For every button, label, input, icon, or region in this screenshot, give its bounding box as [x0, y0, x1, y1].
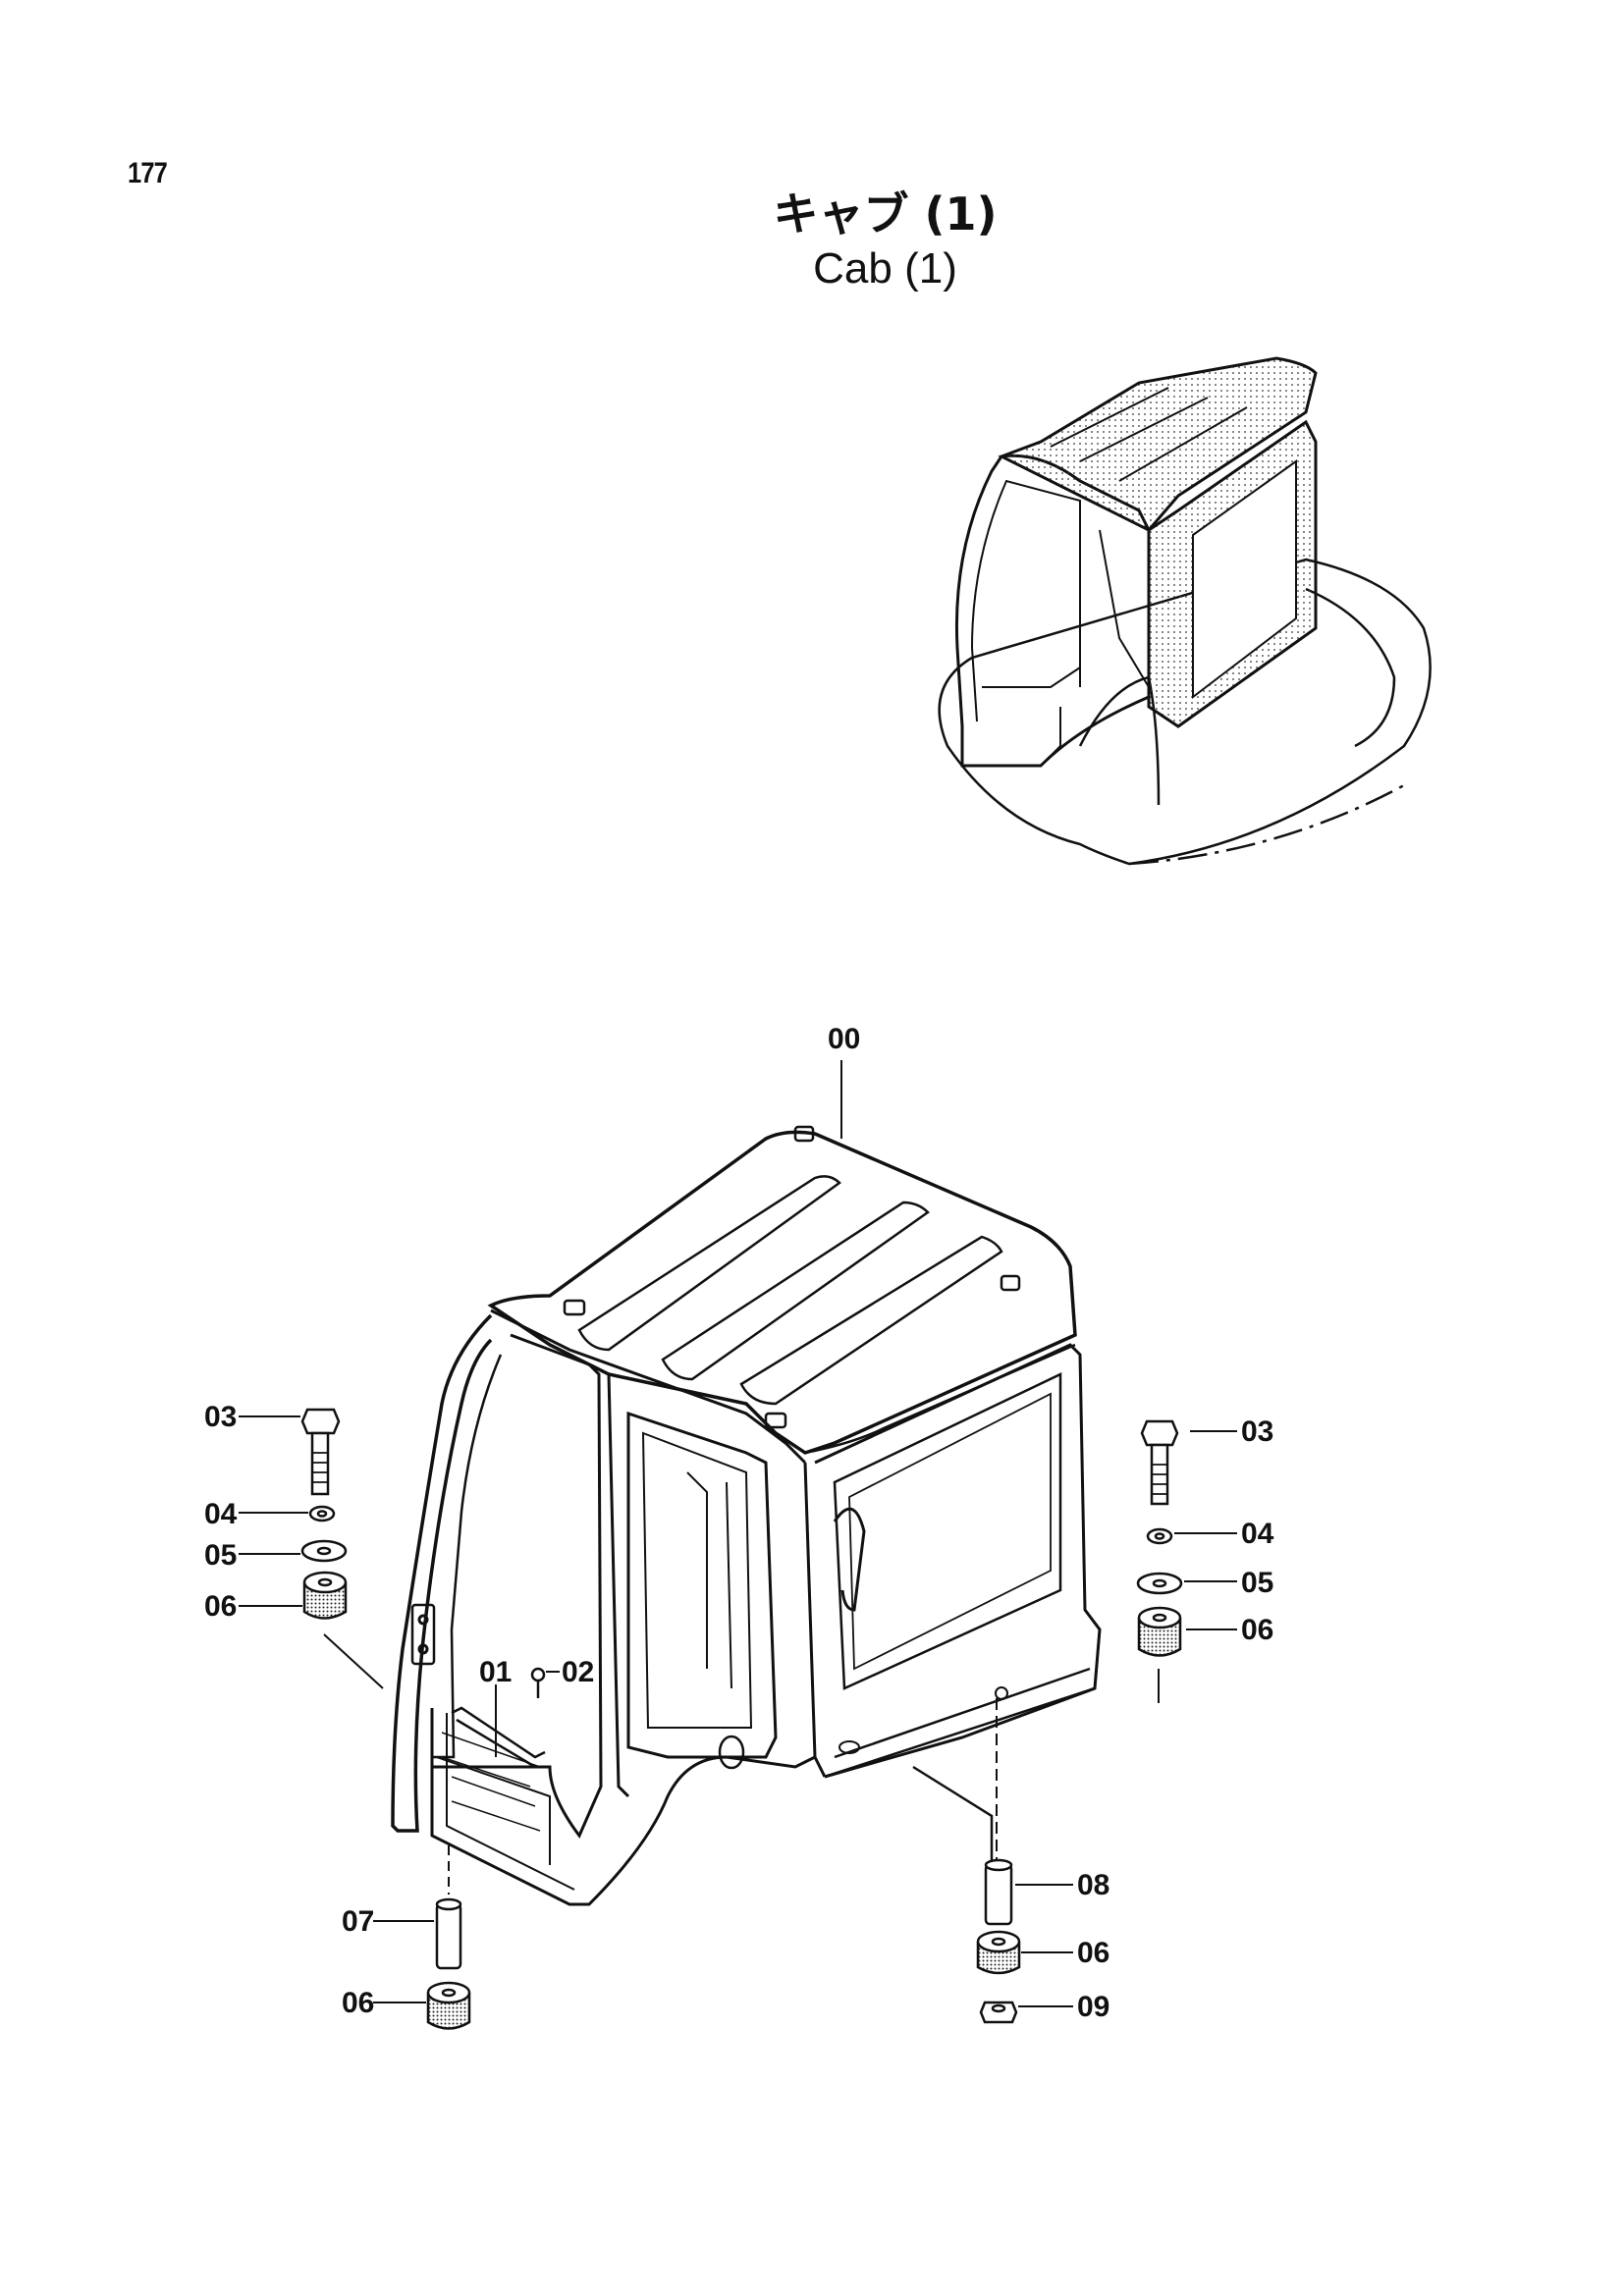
callout-06-bottom-left: 06 — [342, 1987, 374, 2019]
roof-panel-3 — [739, 1235, 1003, 1406]
title-block: キャブ (1) Cab (1) — [0, 187, 1623, 296]
cab-right-window-handle — [833, 1507, 866, 1612]
title-japanese: キャブ (1) — [773, 187, 998, 240]
nut-09 — [979, 2001, 1018, 2024]
callout-03-right: 03 — [1241, 1415, 1273, 1448]
overview-illustration — [938, 356, 1432, 866]
cab-roof-edge — [804, 1343, 1076, 1455]
washer-right — [1136, 1572, 1183, 1595]
door-hinge-plate — [410, 1603, 436, 1666]
roof-bracket-left — [563, 1299, 586, 1316]
main-cab-drawing — [391, 1125, 1102, 1906]
callout-labels: 00 03 04 05 06 03 04 05 06 01 02 07 06 0… — [204, 1023, 1274, 2023]
callout-04-right: 04 — [1241, 1518, 1274, 1550]
spring-washer-right — [1146, 1527, 1173, 1545]
cab-roof — [487, 1130, 1077, 1455]
hardware-parts — [300, 1408, 1183, 2030]
rubber-mount-left — [302, 1571, 348, 1620]
title-english: Cab (1) — [813, 244, 957, 293]
callout-09: 09 — [1077, 1991, 1109, 2023]
roof-panel-1 — [577, 1175, 841, 1352]
cab-base-rail — [824, 1629, 1102, 1779]
callout-04-left: 04 — [204, 1498, 238, 1530]
cab-lower-frame — [430, 1708, 816, 1906]
machine-body-lower-edge — [1128, 783, 1405, 866]
callout-02: 02 — [562, 1656, 594, 1688]
cab-front-frame-outer — [391, 1313, 493, 1833]
roof-bracket-front — [764, 1412, 787, 1429]
door-stay-clip — [451, 1706, 546, 1769]
bolt-right — [1140, 1419, 1179, 1506]
collar-07 — [435, 1897, 462, 1970]
cab-right-window — [833, 1372, 1062, 1690]
cab-center-pillar — [607, 1373, 630, 1798]
callout-06-bottom-right: 06 — [1077, 1937, 1109, 1969]
callout-05-left: 05 — [204, 1539, 237, 1572]
callout-06-left: 06 — [204, 1590, 237, 1623]
roof-panel-2 — [661, 1201, 930, 1381]
cab-side-window-frame — [626, 1411, 778, 1759]
cab-right-rear-pillar — [803, 1462, 827, 1778]
page-number: 177 — [128, 157, 168, 189]
collar-08 — [984, 1858, 1013, 1926]
rubber-mount-bottom-right — [976, 1930, 1021, 1975]
cab-right-side-frame — [814, 1343, 1102, 1779]
rubber-mount-bottom-left — [426, 1981, 471, 2030]
cab-roof-front-lip — [490, 1308, 807, 1465]
roof-bracket-top — [793, 1125, 815, 1143]
callout-01: 01 — [479, 1656, 512, 1688]
callout-05-right: 05 — [1241, 1567, 1273, 1599]
washer-left — [300, 1539, 348, 1563]
callout-03-left: 03 — [204, 1401, 237, 1433]
spring-washer-left — [308, 1505, 336, 1522]
callout-07: 07 — [342, 1905, 374, 1938]
overview-cab-roof — [998, 356, 1318, 532]
machine-counterweight — [1305, 587, 1396, 748]
leader-lines — [239, 1060, 1237, 2007]
cab-underside-bracket — [912, 1765, 994, 1865]
rubber-mount-right — [1137, 1606, 1182, 1657]
roof-bracket-right — [1000, 1274, 1021, 1292]
callout-08: 08 — [1077, 1869, 1109, 1901]
callout-00: 00 — [828, 1023, 860, 1055]
bolt-left — [300, 1408, 341, 1496]
cab-front-frame-inner — [432, 1333, 603, 1839]
callout-06-right: 06 — [1241, 1614, 1273, 1646]
cab-door-opening — [432, 1354, 503, 1759]
screw-02 — [530, 1667, 546, 1698]
